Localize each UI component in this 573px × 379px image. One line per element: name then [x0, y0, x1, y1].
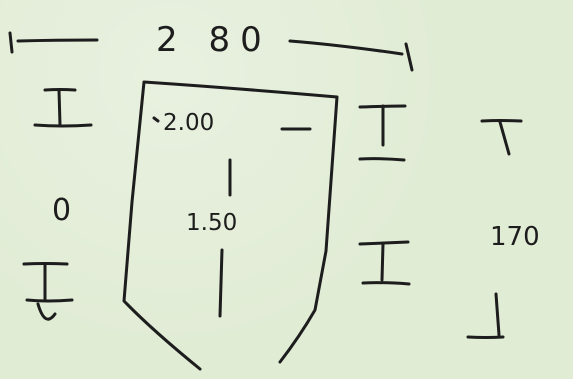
- right-i-stem: [380, 242, 385, 282]
- left-i-stem: [57, 88, 62, 127]
- top-right-tick: [404, 42, 414, 72]
- right-center-symbols: [358, 104, 411, 286]
- central-shield-panel: 2.00 1.50: [122, 80, 339, 371]
- top-left-dimension-segment: [16, 38, 99, 43]
- panel-top-left-mark: [152, 116, 160, 123]
- left-symbol-label: 0: [52, 193, 71, 228]
- far-right-t-top-bar: [480, 119, 523, 123]
- top-dimension-line: 2 80: [8, 20, 414, 72]
- left-i-bottom-bar: [33, 123, 93, 128]
- shield-outline: [122, 80, 339, 371]
- left-column-symbols: 0: [22, 88, 93, 321]
- right-t-top-bar: [358, 104, 407, 109]
- far-right-t-stem: [498, 120, 511, 156]
- left-t-middle-bar: [25, 298, 74, 303]
- far-right-bottom-stem: [494, 292, 501, 337]
- left-t-hook: [36, 302, 57, 321]
- right-i-bottom-bar: [361, 281, 411, 286]
- right-dimension-label: 170: [490, 222, 540, 252]
- top-left-tick: [8, 31, 14, 54]
- top-right-dimension-segment: [288, 39, 404, 56]
- top-dimension-text: 2 80: [156, 20, 272, 60]
- panel-center-label: 1.50: [186, 210, 237, 236]
- far-right-dimension: 170: [466, 119, 540, 339]
- panel-lower-vertical: [218, 248, 224, 318]
- far-right-bottom-bar: [466, 335, 505, 339]
- right-t-bottom-bar: [358, 157, 406, 162]
- panel-top-label: 2.00: [163, 110, 214, 136]
